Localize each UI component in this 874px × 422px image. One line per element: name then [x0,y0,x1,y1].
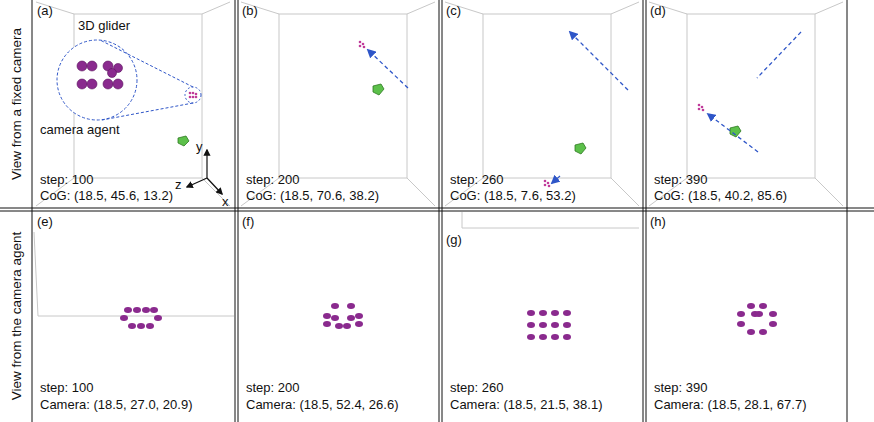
camera-agents [178,84,741,154]
camera-label: Camera: (18.5, 27.0, 20.9) [40,397,192,412]
glider-cell [769,321,777,327]
glider-cell [755,311,763,317]
panel-letter: (c) [446,3,461,18]
panel-letter: (a) [37,3,53,18]
camera-label: Camera: (18.5, 21.5, 38.1) [450,397,602,412]
cube-back [279,14,407,178]
glider-cell [527,322,535,328]
step-label: step: 100 [40,380,94,395]
cube-edge [611,2,639,14]
step-label: step: 200 [246,380,300,395]
row-border [0,208,874,209]
glider-cell [563,334,571,340]
glider-cell [551,322,559,328]
step-label: step: 390 [654,380,708,395]
glider-cell [759,329,767,335]
glider-cell [150,307,158,313]
room-edges [34,212,639,316]
glider-cell [769,311,777,317]
axis-label: y [196,139,203,154]
glider-cell [737,321,745,327]
glider-zoom [77,61,123,89]
panel-letter: (e) [37,214,53,229]
step-label: step: 260 [450,380,504,395]
glider-cell [539,334,547,340]
panel-letter: (g) [446,232,462,247]
agent-label: camera agent [40,122,120,137]
cube-edge [407,2,435,14]
cube-back [687,14,815,178]
glider-cell [124,307,132,313]
glider-cell [747,303,755,309]
panel-letter: (h) [650,214,666,229]
axis-label: x [222,194,229,209]
cube-edge [611,178,639,206]
glider-cell [551,310,559,316]
step-label: step: 260 [450,172,504,187]
panel-letter: (f) [242,214,254,229]
glider-cell [551,334,559,340]
cube-edge [815,2,843,14]
camera-label: Camera: (18.5, 52.4, 26.6) [246,397,398,412]
glider-cell [563,322,571,328]
cube-edge [407,178,435,206]
glider-cell [142,307,150,313]
cube-edge [815,178,843,206]
camera-label: Camera: (18.5, 28.1, 67.7) [654,397,806,412]
glider-cell [759,303,767,309]
glider-cell [563,310,571,316]
row-title: View from the camera agent [9,232,24,401]
cog-label: CoG: (18.5, 45.6, 13.2) [40,188,173,203]
glider-cell [737,311,745,317]
cog-label: CoG: (18.5, 7.6, 53.2) [450,188,576,203]
glider-cell [154,315,162,321]
row-border [0,211,874,212]
axes [187,150,222,194]
glider-cell [323,321,331,327]
glider-cell [747,329,755,335]
cube-back [483,14,611,178]
glider-cell [323,313,331,319]
glider-cell [539,310,547,316]
glider-small [189,92,198,99]
glider-label: 3D glider [78,18,130,33]
glider-cell [335,323,343,329]
glider-cell [347,315,355,321]
glider-cell [146,323,154,329]
trajectories [368,32,801,183]
glider-cell [527,310,535,316]
cube-wireframes [36,2,843,206]
glider-views [120,303,777,340]
axis-label: z [175,177,182,192]
row-title: View from a fixed camera [9,28,24,180]
step-label: step: 100 [40,172,94,187]
glider-cell [355,313,363,319]
panel-letter: (b) [242,3,258,18]
glider-cell [539,322,547,328]
glider-tiny [359,41,705,188]
cog-label: CoG: (18.5, 40.2, 85.6) [654,188,787,203]
step-label: step: 390 [654,172,708,187]
cube-edge [202,2,230,14]
glider-cell [347,303,355,309]
glider-cell [527,334,535,340]
glider-cell [331,303,339,309]
step-label: step: 200 [246,172,300,187]
glider-cell [343,323,351,329]
glider-cell [137,323,145,329]
panel-letter: (d) [650,3,666,18]
glider-cell [128,323,136,329]
glider-cell [133,307,141,313]
glider-cell [331,315,339,321]
cog-label: CoG: (18.5, 70.6, 38.2) [246,188,379,203]
glider-cell [355,321,363,327]
glider-cell [120,315,128,321]
